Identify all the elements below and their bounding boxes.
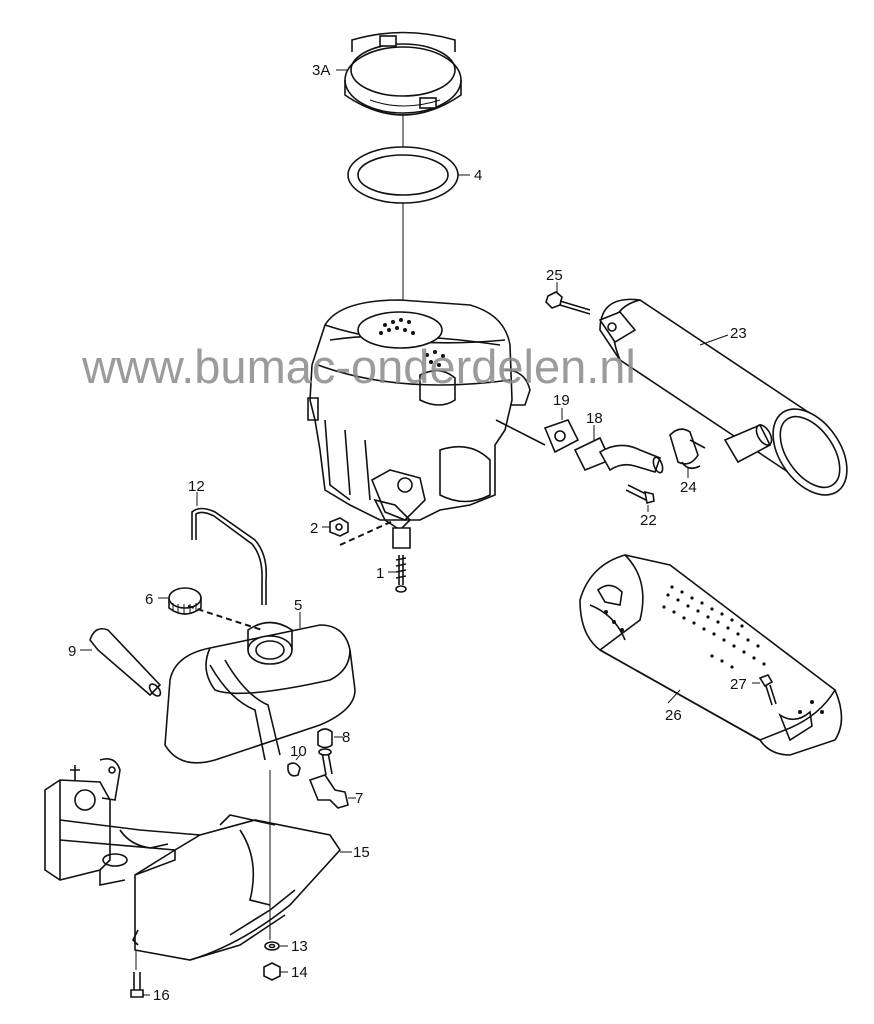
callout-4: 4 bbox=[474, 167, 482, 184]
heat-shield-perforations bbox=[604, 585, 824, 714]
callout-8: 8 bbox=[342, 729, 350, 746]
callout-2: 2 bbox=[310, 520, 318, 537]
callout-23: 23 bbox=[730, 325, 747, 342]
part-19-gasket bbox=[543, 419, 580, 454]
part-24-clamp bbox=[669, 428, 706, 470]
part-9-hose bbox=[89, 627, 162, 697]
part-27-screw bbox=[758, 674, 777, 706]
callout-12: 12 bbox=[188, 478, 205, 495]
part-3A-cover bbox=[344, 31, 462, 116]
part-13-washer bbox=[264, 941, 280, 951]
callout-5: 5 bbox=[294, 597, 302, 614]
part-16-bolt bbox=[130, 950, 144, 998]
watermark-text: www.bumac-onderdelen.nl bbox=[81, 340, 636, 393]
callout-16: 16 bbox=[153, 987, 170, 1004]
callout-3A: 3A bbox=[312, 62, 330, 79]
frame-bracket bbox=[44, 757, 201, 946]
engine-vent-grille bbox=[379, 318, 445, 367]
callout-10: 10 bbox=[290, 743, 307, 760]
part-5-fuel-tank bbox=[164, 621, 356, 764]
part-18-exhaust-pipe bbox=[573, 436, 664, 474]
callout-25: 25 bbox=[546, 267, 563, 284]
part-15-tank-bracket bbox=[134, 814, 342, 961]
part-25-bolt bbox=[545, 291, 591, 315]
part-2-nut bbox=[329, 517, 349, 537]
callout-19: 19 bbox=[553, 392, 570, 409]
callout-26: 26 bbox=[665, 707, 682, 724]
part-8-grommet bbox=[317, 728, 333, 749]
part-10-clip bbox=[287, 762, 301, 777]
part-4-gasket bbox=[347, 146, 459, 204]
callout-13: 13 bbox=[291, 938, 308, 955]
callout-14: 14 bbox=[291, 964, 308, 981]
part-7-fuel-valve bbox=[308, 748, 349, 809]
part-23-muffler bbox=[598, 298, 848, 496]
part-12-fuel-line bbox=[191, 507, 268, 605]
callout-7: 7 bbox=[355, 790, 363, 807]
callout-22: 22 bbox=[640, 512, 657, 529]
part-1-bolt bbox=[395, 555, 407, 593]
callout-6: 6 bbox=[145, 591, 153, 608]
callout-9: 9 bbox=[68, 643, 76, 660]
callout-15: 15 bbox=[353, 844, 370, 861]
part-22-bolt bbox=[625, 484, 655, 505]
callout-18: 18 bbox=[586, 410, 603, 427]
part-6-fuel-cap bbox=[168, 587, 202, 615]
part-26-heat-shield bbox=[579, 554, 843, 756]
callout-24: 24 bbox=[680, 479, 697, 496]
callout-1: 1 bbox=[376, 565, 384, 582]
engine-block bbox=[307, 299, 546, 532]
part-14-nut bbox=[263, 962, 281, 981]
callout-27: 27 bbox=[730, 676, 747, 693]
